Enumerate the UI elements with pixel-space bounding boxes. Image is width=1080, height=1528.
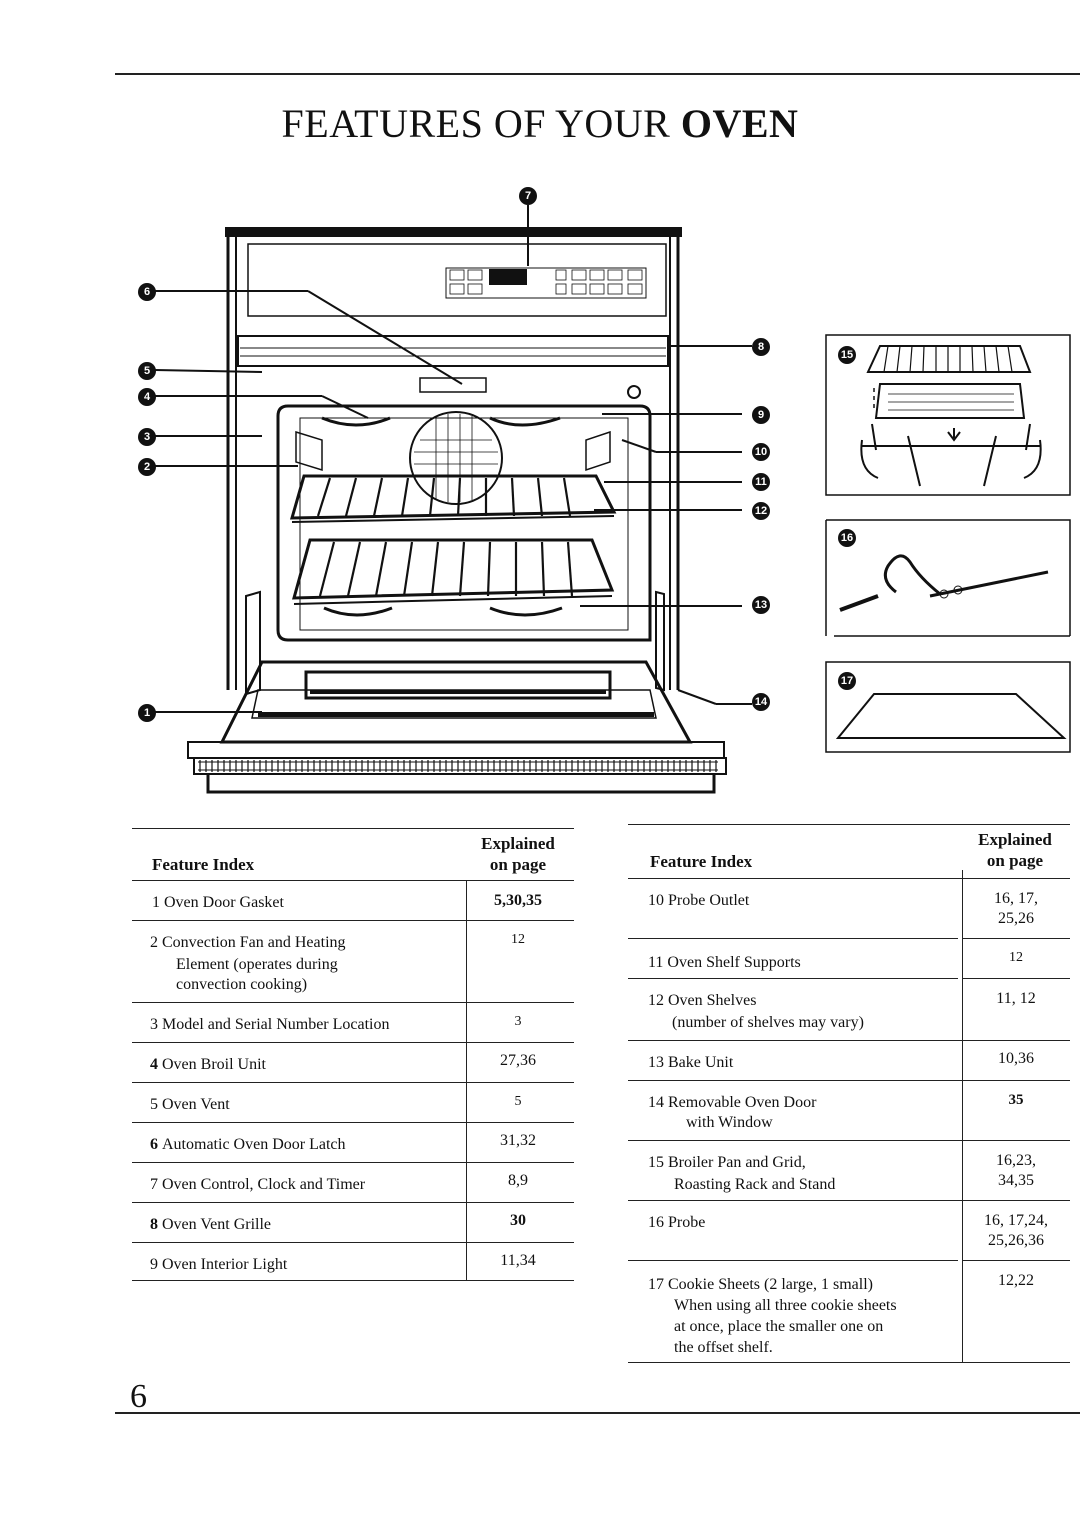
right-row-15-pages-1: 16,23, bbox=[996, 1152, 1036, 1169]
right-row-17: 17 Cookie Sheets (2 large, 1 small) bbox=[648, 1276, 873, 1293]
callout-17: 17 bbox=[838, 672, 856, 690]
callout-7: 7 bbox=[519, 187, 537, 205]
callout-9: 9 bbox=[752, 406, 770, 424]
right-row-13: 13 Bake Unit bbox=[648, 1054, 734, 1071]
right-row-14: 14 Removable Oven Door bbox=[648, 1094, 817, 1111]
bottom-rule bbox=[115, 1412, 1080, 1414]
left-row-3: 3 Model and Serial Number Location bbox=[150, 1016, 390, 1033]
left-row-5: 5 Oven Vent bbox=[150, 1096, 230, 1113]
right-row-10-pages-1: 16, 17, bbox=[994, 890, 1038, 907]
callout-3: 3 bbox=[138, 428, 156, 446]
oven-diagram bbox=[154, 205, 1071, 794]
top-rule bbox=[115, 73, 1080, 75]
left-row-4: 4 Oven Broil Unit bbox=[150, 1056, 266, 1073]
callout-4: 4 bbox=[138, 388, 156, 406]
right-row-11-pages: 12 bbox=[1009, 950, 1023, 965]
callout-5: 5 bbox=[138, 362, 156, 380]
left-row-9-pages: 11,34 bbox=[500, 1252, 536, 1269]
right-row-16-pages-1: 16, 17,24, bbox=[984, 1212, 1048, 1229]
left-header-on-page: on page bbox=[489, 855, 547, 874]
right-row-17-sub3: the offset shelf. bbox=[674, 1339, 773, 1356]
right-row-12-sub1: (number of shelves may vary) bbox=[672, 1014, 864, 1031]
right-row-11: 11 Oven Shelf Supports bbox=[648, 954, 801, 971]
callout-16: 16 bbox=[838, 529, 856, 547]
right-row-13-pages: 10,36 bbox=[998, 1050, 1034, 1067]
left-row-2: 2 Convection Fan and Heating bbox=[150, 934, 346, 951]
page-number: 6 bbox=[130, 1378, 147, 1415]
left-row-6: 6 Automatic Oven Door Latch bbox=[150, 1136, 346, 1153]
callout-6: 6 bbox=[138, 283, 156, 301]
left-row-1: 1 Oven Door Gasket bbox=[152, 894, 284, 911]
right-row-15-pages-2: 34,35 bbox=[998, 1172, 1034, 1189]
right-row-10-pages-2: 25,26 bbox=[998, 910, 1034, 927]
left-row-2-pages: 12 bbox=[511, 932, 525, 947]
right-row-16: 16 Probe bbox=[648, 1214, 706, 1231]
left-row-7-pages: 8,9 bbox=[508, 1172, 528, 1189]
right-header-on-page: on page bbox=[986, 851, 1044, 870]
left-row-2-sub2: convection cooking) bbox=[176, 976, 308, 993]
right-header-explained: Explained bbox=[978, 830, 1052, 849]
right-row-10: 10 Probe Outlet bbox=[648, 892, 750, 909]
left-row-3-pages: 3 bbox=[514, 1014, 522, 1029]
right-row-15-sub1: Roasting Rack and Stand bbox=[674, 1176, 836, 1193]
callout-15: 15 bbox=[838, 346, 856, 364]
callout-8: 8 bbox=[752, 338, 770, 356]
left-row-8-pages: 30 bbox=[510, 1212, 526, 1229]
left-row-2-sub1: Element (operates during bbox=[176, 956, 338, 973]
right-row-12: 12 Oven Shelves bbox=[648, 992, 757, 1009]
left-row-9: 9 Oven Interior Light bbox=[150, 1256, 288, 1273]
right-row-17-pages: 12,22 bbox=[998, 1272, 1034, 1289]
callout-13: 13 bbox=[752, 596, 770, 614]
left-header-feature: Feature Index bbox=[152, 855, 255, 874]
left-row-5-pages: 5 bbox=[514, 1094, 522, 1109]
left-row-8: 8 Oven Vent Grille bbox=[150, 1216, 272, 1233]
right-row-14-sub1: with Window bbox=[686, 1114, 773, 1131]
callout-14: 14 bbox=[752, 693, 770, 711]
callout-1: 1 bbox=[138, 704, 156, 722]
page-title: FEATURES OF YOUR OVEN bbox=[281, 101, 799, 146]
right-row-14-pages: 35 bbox=[1008, 1092, 1024, 1108]
left-row-4-pages: 27,36 bbox=[500, 1052, 536, 1069]
left-header-explained: Explained bbox=[481, 834, 555, 853]
callout-2: 2 bbox=[138, 458, 156, 476]
right-header-feature: Feature Index bbox=[650, 852, 753, 871]
left-row-6-pages: 31,32 bbox=[500, 1132, 536, 1149]
callout-11: 11 bbox=[752, 473, 770, 491]
left-row-1-pages: 5,30,35 bbox=[494, 892, 542, 909]
right-row-16-pages-2: 25,26,36 bbox=[988, 1232, 1044, 1249]
right-row-15: 15 Broiler Pan and Grid, bbox=[648, 1154, 806, 1171]
right-row-17-sub2: at once, place the smaller one on bbox=[674, 1318, 884, 1335]
callout-10: 10 bbox=[752, 443, 770, 461]
left-row-7: 7 Oven Control, Clock and Timer bbox=[150, 1176, 366, 1193]
right-row-17-sub1: When using all three cookie sheets bbox=[674, 1297, 897, 1314]
callout-12: 12 bbox=[752, 502, 770, 520]
right-row-12-pages: 11, 12 bbox=[996, 990, 1036, 1007]
